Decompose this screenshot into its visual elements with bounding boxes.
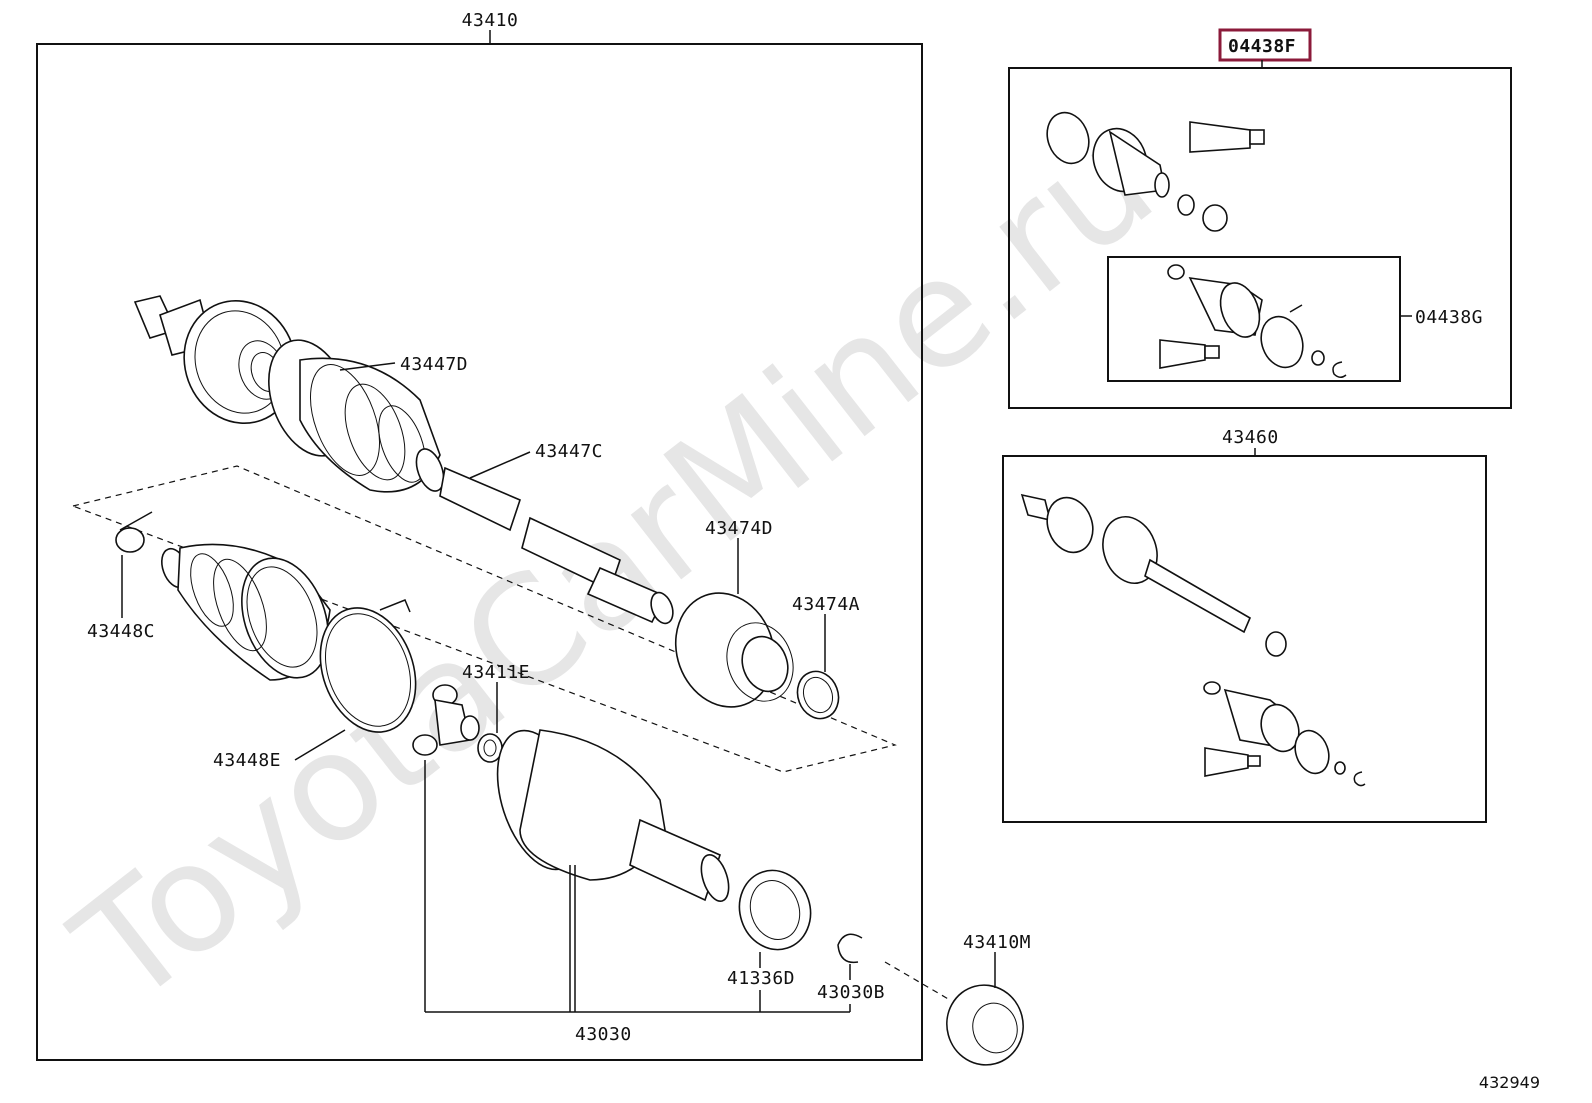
boot-sub-kit-box [1107,256,1401,382]
label-04438F[interactable]: 04438F [1228,36,1296,57]
label-43030[interactable]: 43030 [575,1024,632,1045]
inner-joint-housing [496,729,730,902]
assembly-43460-shaft [1020,493,1287,657]
label-43447C[interactable]: 43447C [535,441,603,462]
diagram-number: 432949 [1479,1073,1540,1092]
outer-cv-joint [133,295,297,425]
boot-sub-kit-parts [1159,264,1347,378]
label-41336D[interactable]: 41336D [727,968,795,989]
small-boot-clamp [115,511,153,553]
boot-kit-outline [72,465,897,773]
label-43448E[interactable]: 43448E [213,750,281,771]
label-43474A[interactable]: 43474A [792,594,860,615]
inner-boot [161,543,331,681]
assembly-43460-box [1002,455,1487,823]
label-04438G[interactable]: 04438G [1415,307,1483,328]
snap-ring-43411E [477,733,503,763]
damper-clamp [796,670,840,720]
center-bearing [946,984,1024,1066]
label-43474D[interactable]: 43474D [705,518,773,539]
drive-shaft [439,466,674,625]
label-43030B[interactable]: 43030B [817,982,885,1003]
boot-kit-parts [1046,111,1265,232]
label-43411E[interactable]: 43411E [462,662,530,683]
label-43447D[interactable]: 43447D [400,354,468,375]
oil-seal [738,869,812,951]
large-boot-band [319,599,417,733]
snap-ring-43030B [837,933,863,964]
highlight-04438F [1218,28,1312,62]
leader-43030 [424,760,851,1013]
label-43460[interactable]: 43460 [1222,427,1279,448]
label-43448C[interactable]: 43448C [87,621,155,642]
main-assembly-box [36,43,923,1061]
assembly-43460-boot-kit [1203,681,1366,787]
boot-kit-box [1008,67,1512,409]
tripod-joint [412,684,480,756]
outer-boot [268,339,445,493]
dynamic-damper [674,592,794,708]
label-43410[interactable]: 43410 [462,10,519,31]
label-43410M[interactable]: 43410M [963,932,1031,953]
